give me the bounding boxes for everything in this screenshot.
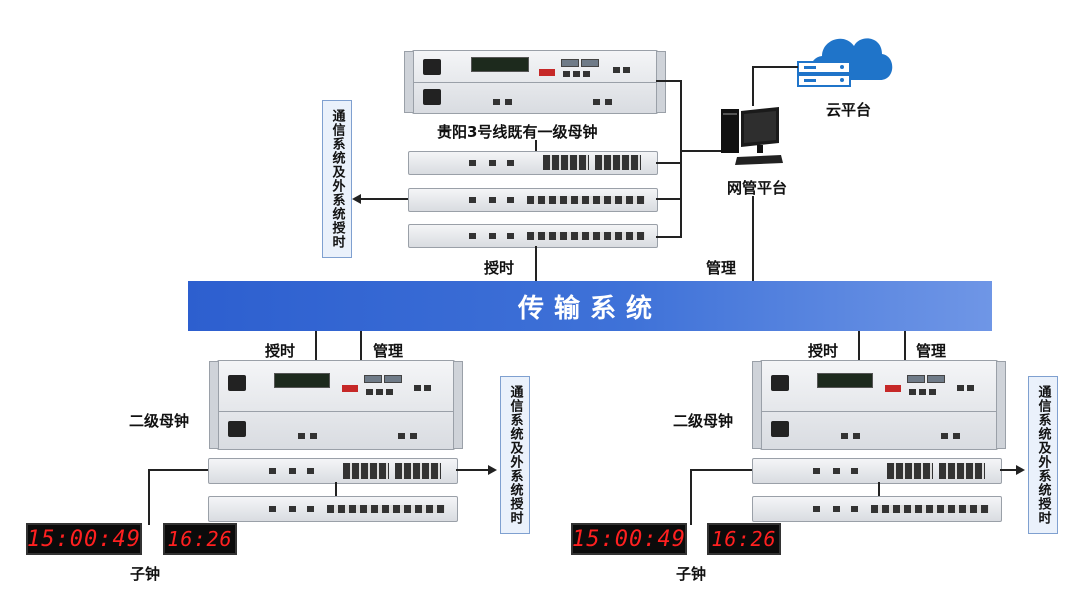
transport-bus: 传输系统 xyxy=(188,281,992,331)
cloud-label: 云平台 xyxy=(826,101,872,119)
br-secondary-clock-label: 二级母钟 xyxy=(673,412,734,430)
br-secondary-clock-device xyxy=(752,360,1006,450)
switch-1 xyxy=(408,151,658,175)
bl-secondary-clock-device xyxy=(209,360,463,450)
br-clock-small: 16:26 xyxy=(707,523,781,555)
br-output-box: 通信系统及外系统授时 xyxy=(1028,376,1058,534)
master-clock-device xyxy=(404,50,666,114)
bl-manage-label: 管理 xyxy=(373,342,404,360)
br-sub-clock-label: 子钟 xyxy=(676,565,707,583)
bl-timing-label: 授时 xyxy=(265,342,296,360)
bl-switch-2 xyxy=(208,496,458,522)
top-timing-label: 授时 xyxy=(484,259,515,277)
bl-clock-small: 16:26 xyxy=(163,523,237,555)
arrow-right-icon xyxy=(488,465,497,475)
arrow-left-icon xyxy=(352,194,361,204)
bl-switch-1 xyxy=(208,458,458,484)
br-clock-large: 15:00:49 xyxy=(571,523,687,555)
br-timing-label: 授时 xyxy=(808,342,839,360)
bl-secondary-clock-label: 二级母钟 xyxy=(129,412,190,430)
bl-clock-large: 15:00:49 xyxy=(26,523,142,555)
bl-sub-clock-label: 子钟 xyxy=(130,565,161,583)
arrow-right-icon xyxy=(1016,465,1025,475)
bl-output-box: 通信系统及外系统授时 xyxy=(500,376,530,534)
br-switch-2 xyxy=(752,496,1002,522)
nms-label: 网管平台 xyxy=(727,179,788,197)
br-manage-label: 管理 xyxy=(916,342,947,360)
top-output-box: 通信系统及外系统授时 xyxy=(322,100,352,258)
top-manage-label: 管理 xyxy=(706,259,737,277)
switch-3 xyxy=(408,224,658,248)
br-switch-1 xyxy=(752,458,1002,484)
switch-2 xyxy=(408,188,658,212)
master-clock-label: 贵阳3号线既有一级母钟 xyxy=(437,123,598,141)
cloud-server-icon xyxy=(797,38,893,87)
workstation-icon xyxy=(721,107,783,165)
